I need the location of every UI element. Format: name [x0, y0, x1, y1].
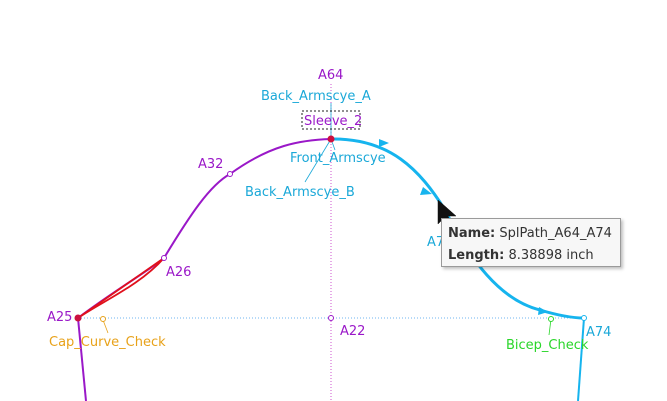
label-a22: A22	[340, 324, 365, 339]
label-a7-partial: A7	[427, 235, 444, 250]
front-side-seam[interactable]	[577, 317, 585, 401]
direction-arrow	[420, 187, 432, 195]
tooltip-name-value: SplPath_A64_A74	[499, 226, 612, 241]
label-sleeve-2: Sleeve_2	[304, 114, 362, 129]
point-a74[interactable]	[581, 315, 587, 321]
tooltip-name-row: Name: SplPath_A64_A74	[448, 223, 614, 245]
point-a26[interactable]	[161, 255, 167, 261]
back-side-seam[interactable]	[77, 317, 87, 401]
label-front-armscye: Front_Armscye	[290, 151, 386, 166]
cap-check-curve[interactable]	[77, 257, 165, 319]
sleeve-label-box[interactable]	[301, 110, 361, 130]
point-bicep-check[interactable]	[548, 316, 554, 322]
back-armscye-b-leader	[304, 138, 332, 183]
cap-check-line[interactable]	[77, 257, 165, 319]
tooltip-name-key: Name:	[448, 226, 496, 241]
label-bicep-check: Bicep_Check	[506, 338, 589, 353]
label-a32: A32	[198, 157, 223, 172]
tooltip-length-key: Length:	[448, 248, 505, 263]
tooltip-length-value: 8.38898 inch	[508, 248, 594, 263]
label-a26: A26	[166, 265, 191, 280]
label-a64: A64	[318, 68, 343, 83]
tooltip-length-row: Length: 8.38898 inch	[448, 245, 614, 267]
point-a64[interactable]	[327, 135, 335, 143]
point-a22[interactable]	[328, 315, 334, 321]
direction-arrow	[379, 139, 389, 147]
point-a32[interactable]	[227, 171, 233, 177]
label-back-armscye-a: Back_Armscye_A	[261, 89, 371, 104]
direction-arrow	[538, 307, 548, 315]
path-tooltip: Name: SplPath_A64_A74 Length: 8.38898 in…	[441, 218, 621, 267]
label-a25: A25	[47, 310, 72, 325]
point-cap-check[interactable]	[100, 316, 106, 322]
label-cap-curve-check: Cap_Curve_Check	[49, 335, 166, 350]
point-a25[interactable]	[74, 314, 82, 322]
label-back-armscye-b: Back_Armscye_B	[245, 185, 355, 200]
label-a74: A74	[586, 325, 611, 340]
cap-curve-leader	[102, 319, 109, 334]
